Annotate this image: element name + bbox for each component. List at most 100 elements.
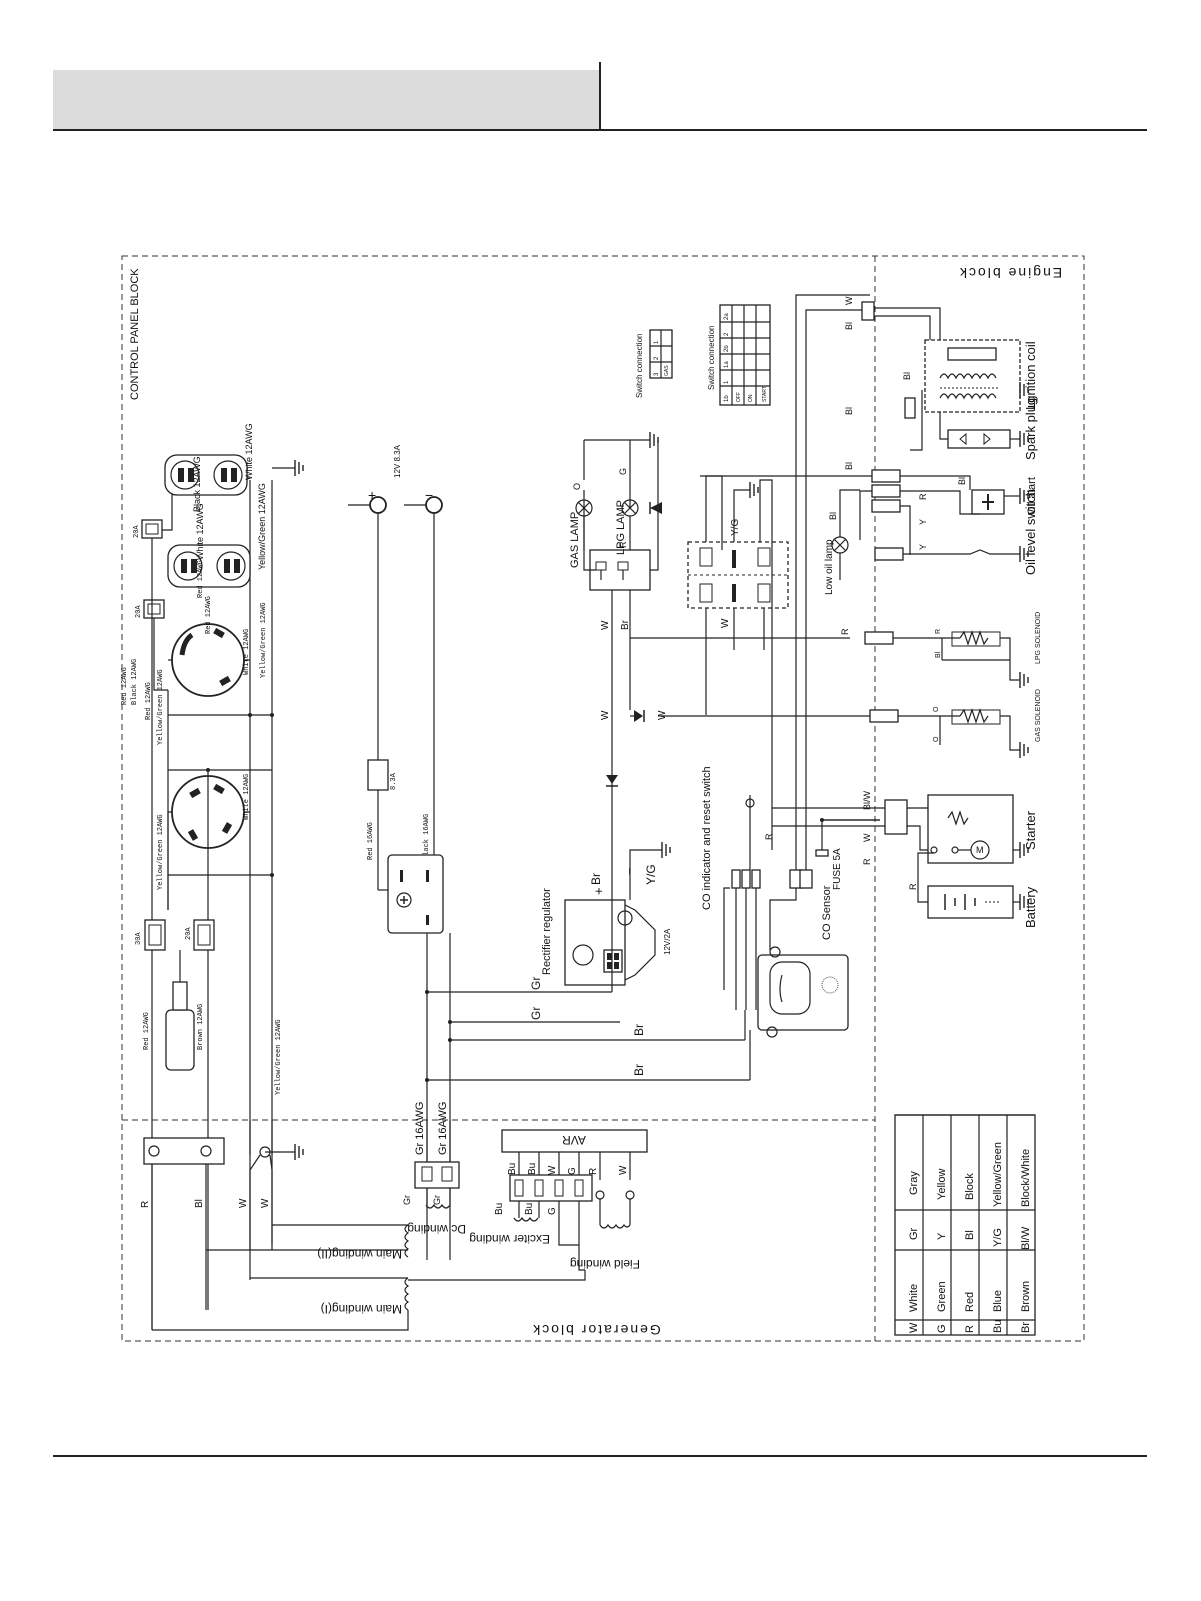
engine-block-title: Engine block [958, 265, 1062, 281]
connector-r [871, 484, 901, 498]
label-co-sensor: CO Sensor [821, 885, 833, 940]
switch-table-gas-lpg: 1 2 3 GAS [649, 329, 673, 379]
spark-plug [939, 412, 1011, 449]
footer-rule [53, 1455, 1147, 1457]
svg-text:Yellow: Yellow [936, 1169, 948, 1200]
connector-gas-solenoid [869, 709, 899, 723]
switch-table-ignition: 2a 2 2b 1a 1 1b OFF ON START [719, 304, 771, 406]
label-bu-avr-a: Bu [507, 1163, 518, 1175]
label-dc-fuse: 8.3A [390, 772, 398, 790]
dc-breaker-box [387, 854, 444, 934]
svg-text:−: − [425, 487, 433, 503]
generator-terminal-strip [143, 1137, 225, 1165]
svg-text:3: 3 [654, 372, 660, 376]
svg-text:W: W [908, 1322, 920, 1333]
field-winding [595, 1190, 635, 1229]
main-winding-2-coil [404, 1224, 410, 1258]
label-dc-rating: 12V 8.3A [393, 444, 402, 478]
label-w-avr-b: W [618, 1165, 629, 1175]
label-exciter-winding: Exciter winding [469, 1232, 550, 1246]
svg-text:Br: Br [1020, 1322, 1032, 1333]
label-yg-ign: Y/G [730, 519, 741, 536]
co-indicator-reset-switch[interactable] [731, 795, 761, 889]
label-starter: Starter [1023, 810, 1038, 850]
duplex-receptacle-mid [167, 544, 251, 588]
label-white-12awg-b: White 12AWG [244, 423, 254, 480]
label-gas-solenoid: GAS SOLENOID [1035, 689, 1042, 742]
label-oil-alart: Oil alart [1026, 477, 1038, 515]
label-yg-12awg-c: Yellow/Green 12AWG [157, 669, 165, 745]
label-yg-12awg-a: Yellow/Green 12AWG [257, 483, 267, 570]
label-white-12awg-d: White 12AWG [243, 774, 251, 820]
label-gr-16awg-a: Gr 16AWG [414, 1102, 426, 1155]
svg-text:20A: 20A [133, 525, 141, 538]
svg-text:Bl/W: Bl/W [1020, 1226, 1032, 1250]
connector-lpg-solenoid [864, 631, 894, 645]
avr-module: AVR [501, 1129, 648, 1153]
connector-starter [884, 799, 908, 835]
label-r-avr: R [588, 1168, 599, 1175]
label-w-b: W [600, 710, 611, 720]
label-black-12awg-b: Black 12AWG [131, 659, 139, 705]
wire-color-legend: W White Gr Gray G Green Y Yellow R Red B… [894, 1114, 1036, 1336]
label-bl-engine: Bl [844, 322, 854, 330]
label-g-lamp: G [618, 468, 628, 475]
label-r-starter: R [862, 858, 872, 865]
svg-text:1b: 1b [724, 395, 730, 402]
label-bu-exc-b: Bu [524, 1203, 535, 1215]
label-black-16awg: Black 16AWG [423, 814, 431, 860]
svg-text:+: + [368, 487, 376, 503]
svg-text:30A: 30A [135, 932, 143, 945]
gas-solenoid [898, 708, 1001, 745]
dc-output-negative-terminal: − [404, 487, 443, 514]
label-w-gen-a: W [238, 1198, 249, 1208]
lpg-solenoid [893, 630, 1010, 661]
label-rectifier-rating: 12V/2A [663, 928, 672, 955]
svg-text:M: M [976, 845, 984, 855]
label-gr-dc-a: Gr [402, 1195, 412, 1205]
svg-text:2a: 2a [724, 313, 730, 320]
label-g-exc: G [547, 1207, 558, 1215]
svg-text:GAS: GAS [664, 365, 670, 376]
ignition-key-switch[interactable] [687, 541, 789, 609]
label-red-12awg-e: Red 12AWG [143, 1012, 151, 1050]
generator-block-title: Generator block [531, 1322, 661, 1338]
label-w-ign: W [720, 618, 731, 628]
header-title-box [53, 70, 600, 130]
label-br-c: Br [620, 619, 631, 630]
wiring-diagram: CONTROL PANEL BLOCK Engine block Generat… [121, 255, 1085, 1342]
oil-alart-sensor [971, 489, 1005, 515]
label-lpg-lamp: LPG LAMP [615, 500, 627, 555]
svg-text:Brown: Brown [1020, 1281, 1032, 1312]
label-yg-rect: Y/G [644, 864, 658, 885]
label-bl-lamp: Bl [828, 512, 838, 520]
label-bu-avr-b: Bu [527, 1163, 538, 1175]
label-ignition-coil: Lgnition coil [1023, 341, 1038, 410]
svg-text:2: 2 [724, 332, 730, 336]
svg-text:Blue: Blue [992, 1290, 1004, 1312]
breaker-20a-mid: 20A [135, 599, 165, 619]
label-gr-16awg-b: Gr 16AWG [437, 1102, 449, 1155]
gas-lpg-selector-switch[interactable] [589, 549, 651, 591]
svg-text:Green: Green [936, 1281, 948, 1312]
label-dc-winding: Dc winding [407, 1222, 466, 1236]
ignition-coil [924, 339, 1021, 413]
svg-text:Yellow/Green: Yellow/Green [992, 1142, 1004, 1207]
label-red-12awg-b: Red 12AWG [205, 596, 213, 634]
header-rule [53, 129, 1147, 131]
label-gr-dc-b: Gr [432, 1195, 442, 1205]
label-br-plus: + [591, 887, 606, 895]
label-r-lpgs: R [935, 629, 942, 634]
label-br-b: Br [632, 1064, 646, 1076]
inline-fuse-holder [165, 950, 195, 1071]
svg-text:Red: Red [964, 1292, 976, 1312]
label-field-winding: Field winding [570, 1257, 640, 1271]
label-w-gen-b: W [260, 1198, 271, 1208]
label-white-12awg-a: White 12AWG [195, 503, 205, 560]
svg-text:Block/White: Block/White [1020, 1149, 1032, 1207]
avr-connector [509, 1174, 593, 1202]
label-white-12awg-c: White 12AWG [243, 629, 251, 675]
svg-text:2: 2 [654, 356, 660, 360]
label-red-16awg: Red 16AWG [367, 822, 375, 860]
label-spark-plug: Spark plug [1023, 398, 1038, 460]
